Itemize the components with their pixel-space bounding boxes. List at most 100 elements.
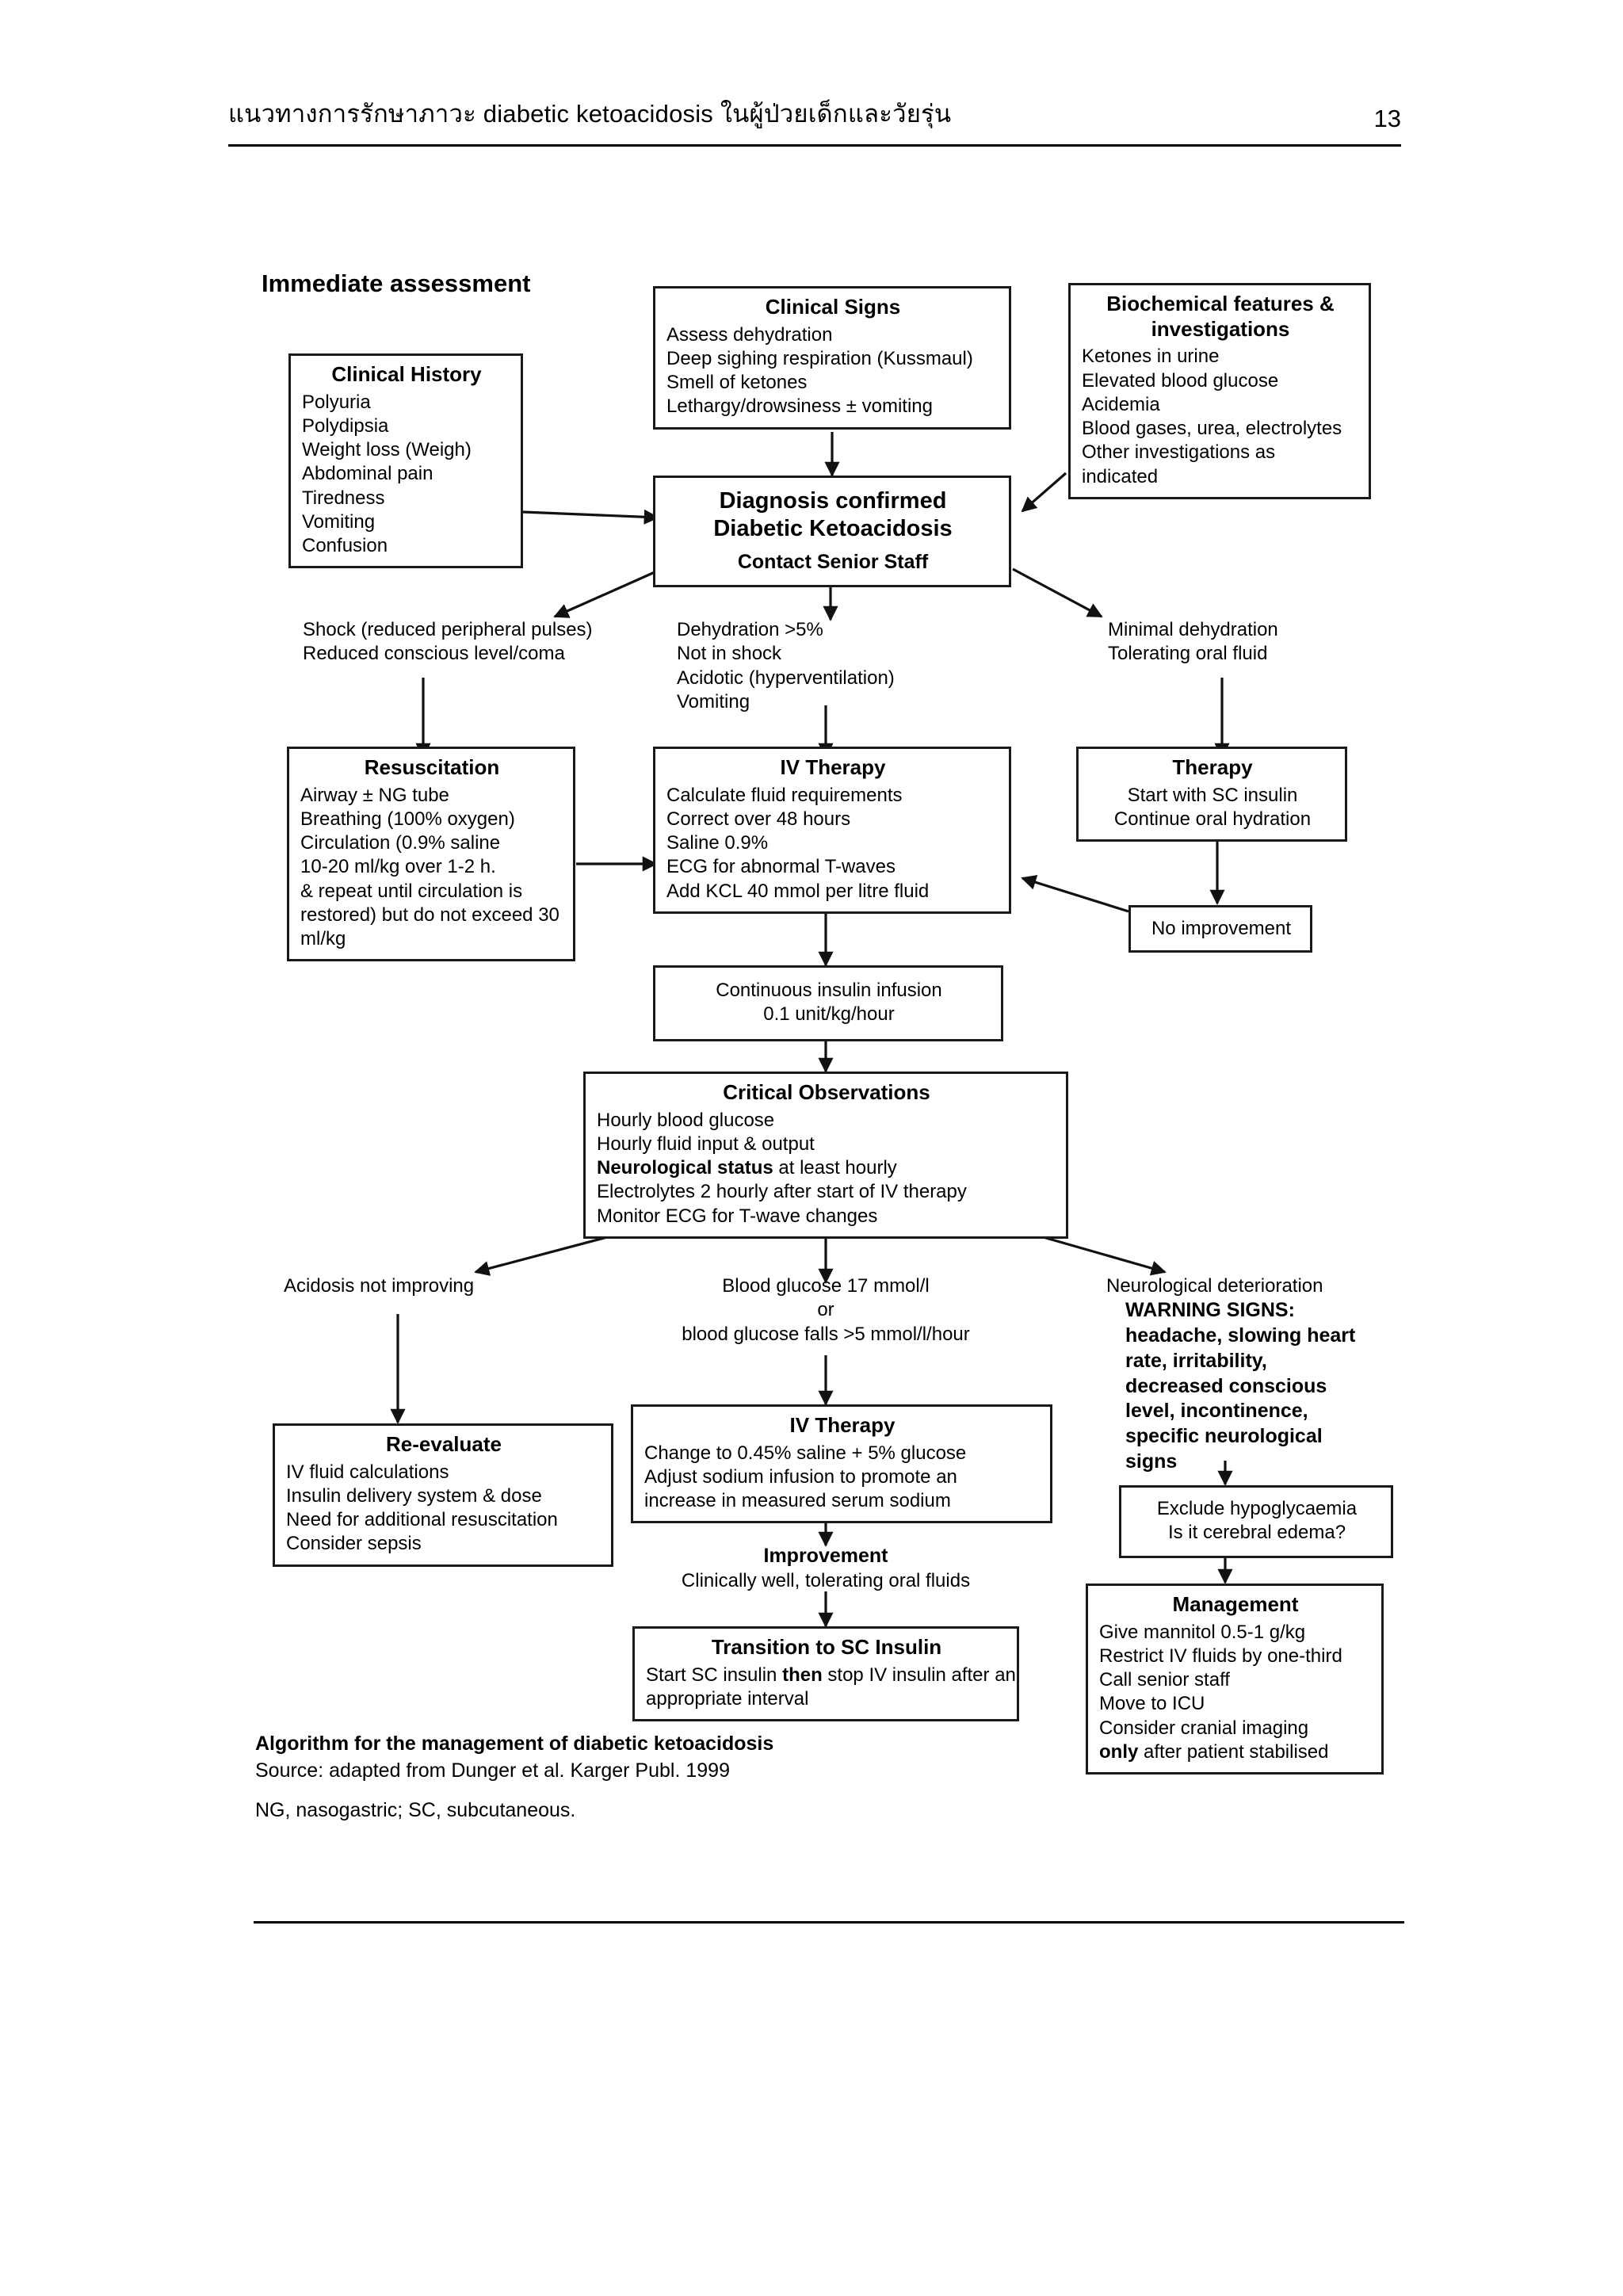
branch-label-minimal-dehydration: Minimal dehydration Tolerating oral flui…	[1108, 619, 1278, 665]
node-line-neurological-status: Neurological status at least hourly	[597, 1157, 897, 1179]
node-line: Hourly blood glucose	[597, 1109, 775, 1131]
node-line: Restrict IV fluids by one-third	[1099, 1645, 1342, 1667]
node-line: Consider sepsis	[286, 1533, 422, 1555]
node-line: Blood gases, urea, electrolytes	[1082, 418, 1342, 440]
node-management-last-line: only after patient stabilised	[1099, 1740, 1329, 1763]
node-line: Is it cerebral edema?	[1167, 1522, 1346, 1544]
node-critical-observations-title: Critical Observations	[723, 1080, 930, 1104]
node-line: ECG for abnormal T-waves	[666, 856, 896, 878]
node-iv-therapy-initial: IV Therapy Calculate fluid requirements …	[653, 747, 1011, 914]
node-line: Correct over 48 hours	[666, 808, 851, 830]
node-line: Tiredness	[302, 487, 385, 509]
branch-neuro-warning-title: WARNING SIGNS:	[1125, 1299, 1295, 1322]
node-biochemical-features: Biochemical features & investigations Ke…	[1068, 283, 1371, 499]
label-improvement-subtitle: Clinically well, tolerating oral fluids	[681, 1569, 971, 1591]
node-transition-title: Transition to SC Insulin	[711, 1635, 942, 1659]
branch-label-neurological-deterioration: Neurological deterioration WARNING SIGNS…	[1106, 1275, 1356, 1473]
node-line: Acidemia	[1082, 393, 1160, 415]
node-re-evaluate-title: Re-evaluate	[386, 1432, 502, 1456]
node-line: Polydipsia	[302, 415, 389, 437]
node-line: increase in measured serum sodium	[644, 1490, 951, 1512]
node-line: Deep sighing respiration (Kussmaul)	[666, 347, 973, 369]
page-number: 13	[1373, 105, 1401, 132]
node-line: Consider cranial imaging	[1099, 1717, 1309, 1739]
node-therapy-oral-title: Therapy	[1172, 755, 1253, 779]
node-transition-line-2: appropriate interval	[646, 1687, 809, 1710]
node-iv-therapy-initial-title: IV Therapy	[780, 755, 886, 779]
node-line: Confusion	[302, 535, 388, 557]
branch-label-shock: Shock (reduced peripheral pulses) Reduce…	[303, 619, 593, 665]
node-line: Hourly fluid input & output	[597, 1133, 815, 1155]
node-line: Elevated blood glucose	[1082, 369, 1279, 392]
footer-divider	[254, 1921, 1404, 1924]
branch-label-acidosis-not-improving: Acidosis not improving	[284, 1275, 475, 1297]
branch-label-blood-glucose: Blood glucose 17 mmol/l or blood glucose…	[682, 1275, 970, 1345]
node-line: Lethargy/drowsiness ± vomiting	[666, 395, 933, 418]
node-line: Start with SC insulin	[1127, 784, 1298, 806]
node-transition-to-sc-insulin: Transition to SC Insulin Start SC insuli…	[632, 1626, 1019, 1722]
node-line: restored) but do not exceed 30	[300, 904, 559, 926]
node-line: Ketones in urine	[1082, 346, 1220, 368]
node-no-improvement: No improvement	[1128, 905, 1312, 953]
label-improvement: Improvement Clinically well, tolerating …	[631, 1544, 1021, 1593]
node-line: Continuous insulin infusion	[716, 980, 942, 1001]
page-header: แนวทางการรักษาภาวะ diabetic ketoacidosis…	[228, 94, 1401, 133]
node-line: Need for additional resuscitation	[286, 1509, 558, 1531]
caption-title: Algorithm for the management of diabetic…	[255, 1733, 774, 1755]
node-exclude-hypoglycaemia: Exclude hypoglycaemia Is it cerebral ede…	[1119, 1485, 1393, 1559]
node-diagnosis-title-2: Diabetic Ketoacidosis	[713, 516, 953, 542]
node-clinical-history: Clinical History Polyuria Polydipsia Wei…	[288, 353, 523, 569]
node-line: Change to 0.45% saline + 5% glucose	[644, 1442, 967, 1464]
node-line: Adjust sodium infusion to promote an	[644, 1465, 957, 1488]
node-line: Smell of ketones	[666, 372, 808, 394]
node-clinical-signs-title: Clinical Signs	[765, 295, 901, 319]
node-line: Give mannitol 0.5-1 g/kg	[1099, 1621, 1306, 1643]
branch-label-dehydration: Dehydration >5% Not in shock Acidotic (h…	[677, 619, 895, 713]
node-line: Call senior staff	[1099, 1669, 1230, 1691]
node-line: Monitor ECG for T-wave changes	[597, 1205, 878, 1227]
label-improvement-title: Improvement	[763, 1545, 888, 1567]
node-line: indicated	[1082, 465, 1159, 487]
node-diagnosis-confirmed: Diagnosis confirmed Diabetic Ketoacidosi…	[653, 476, 1011, 588]
node-diagnosis-subtitle: Contact Senior Staff	[737, 550, 929, 573]
node-resuscitation-title: Resuscitation	[364, 755, 500, 779]
node-line: & repeat until circulation is	[300, 880, 523, 902]
node-line: 0.1 unit/kg/hour	[763, 1003, 895, 1026]
node-therapy-oral: Therapy Start with SC insulin Continue o…	[1076, 747, 1347, 842]
node-line: Polyuria	[302, 391, 371, 413]
caption-source: Source: adapted from Dunger et al. Karge…	[255, 1759, 730, 1782]
node-line: Breathing (100% oxygen)	[300, 808, 515, 830]
node-line: Vomiting	[302, 510, 376, 533]
node-line: IV fluid calculations	[286, 1461, 449, 1483]
node-management: Management Give mannitol 0.5-1 g/kg Rest…	[1086, 1584, 1384, 1775]
node-line: Circulation (0.9% saline	[300, 832, 501, 854]
node-critical-observations: Critical Observations Hourly blood gluco…	[583, 1072, 1068, 1239]
node-biochemical-features-title: Biochemical features & investigations	[1106, 292, 1335, 341]
node-iv-therapy-glucose: IV Therapy Change to 0.45% saline + 5% g…	[631, 1404, 1052, 1524]
branch-neuro-heading: Neurological deterioration	[1106, 1275, 1323, 1297]
figure-caption: Algorithm for the management of diabetic…	[255, 1731, 968, 1824]
node-line: Assess dehydration	[666, 323, 833, 346]
node-line: Abdominal pain	[302, 463, 433, 485]
node-iv-therapy-glucose-title: IV Therapy	[789, 1413, 896, 1437]
node-line: Calculate fluid requirements	[666, 784, 903, 806]
node-line: Electrolytes 2 hourly after start of IV …	[597, 1181, 967, 1203]
node-resuscitation: Resuscitation Airway ± NG tube Breathing…	[287, 747, 575, 962]
node-line: Insulin delivery system & dose	[286, 1484, 542, 1507]
node-clinical-signs: Clinical Signs Assess dehydration Deep s…	[653, 286, 1011, 430]
header-divider	[228, 144, 1401, 147]
node-management-title: Management	[1172, 1592, 1299, 1616]
node-continuous-insulin-infusion: Continuous insulin infusion 0.1 unit/kg/…	[653, 965, 1003, 1042]
node-line: ml/kg	[300, 928, 346, 950]
caption-abbreviations: NG, nasogastric; SC, subcutaneous.	[255, 1798, 576, 1821]
node-clinical-history-title: Clinical History	[331, 362, 482, 386]
page-header-title: แนวทางการรักษาภาวะ diabetic ketoacidosis…	[228, 100, 952, 128]
node-no-improvement-label: No improvement	[1151, 918, 1292, 939]
section-title-immediate-assessment: Immediate assessment	[262, 269, 531, 297]
node-re-evaluate: Re-evaluate IV fluid calculations Insuli…	[273, 1423, 613, 1567]
node-line: Weight loss (Weigh)	[302, 439, 472, 461]
node-line: Move to ICU	[1099, 1693, 1205, 1715]
node-line: Continue oral hydration	[1113, 808, 1312, 830]
node-diagnosis-title-1: Diagnosis confirmed	[719, 488, 947, 514]
